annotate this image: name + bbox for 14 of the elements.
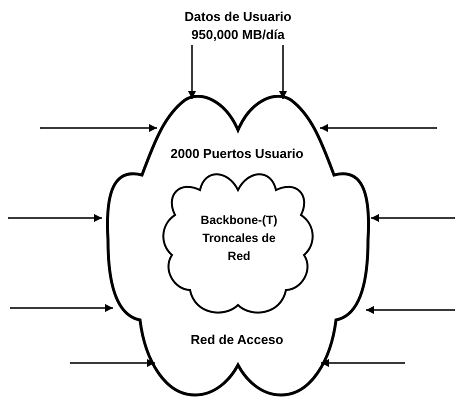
arrow: [10, 304, 113, 312]
node-text: Datos de Usuario 950,000 MB/día: [184, 8, 292, 44]
arrow: [279, 45, 287, 99]
node-text: 2000 Puertos Usuario: [170, 145, 304, 163]
arrow: [40, 124, 157, 132]
arrow: [320, 124, 437, 132]
arrow: [8, 214, 102, 222]
node-text: Red de Acceso: [190, 331, 284, 349]
arrow: [366, 306, 455, 314]
arrow: [188, 45, 196, 99]
arrow: [70, 359, 155, 367]
arrow: [371, 214, 455, 222]
arrow: [321, 359, 405, 367]
node-text: Backbone-(T) Troncales de Red: [200, 212, 278, 265]
